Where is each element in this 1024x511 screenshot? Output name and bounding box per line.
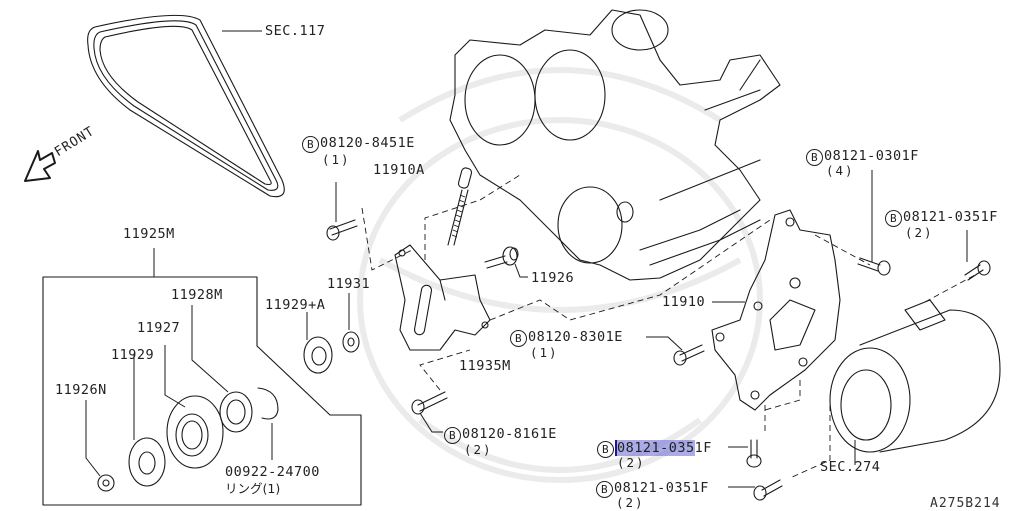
part-label-11910a[interactable]: 11910A bbox=[373, 162, 425, 178]
dashed-assembly-lines bbox=[361, 174, 976, 479]
part-qty: (4) bbox=[826, 163, 855, 178]
front-arrow-icon bbox=[24, 150, 56, 182]
search-highlight: 08121-035 bbox=[615, 440, 695, 456]
part-label-11925m[interactable]: 11925M bbox=[123, 226, 175, 242]
assembly-box-11925m bbox=[42, 248, 362, 506]
part-label-11926n[interactable]: 11926N bbox=[55, 382, 107, 398]
bolt-08121-0351f-lower bbox=[728, 479, 783, 501]
engine-block bbox=[449, 9, 781, 281]
bolt-marker-icon: B bbox=[885, 210, 902, 227]
bolt-marker-icon: B bbox=[302, 136, 319, 153]
tensioner-bracket bbox=[394, 244, 491, 351]
part-label-11931[interactable]: 11931 bbox=[327, 276, 371, 292]
bolt-marker-icon: B bbox=[444, 427, 461, 444]
part-label-11927[interactable]: 11927 bbox=[137, 320, 181, 336]
part-qty: (2) bbox=[905, 225, 934, 240]
bolt-08120-8451e bbox=[326, 182, 358, 241]
bolt-08120-8301e bbox=[646, 336, 705, 366]
part-qty: (2) bbox=[464, 442, 493, 457]
part-label-11935m[interactable]: 11935M bbox=[459, 358, 511, 374]
section-ref-sec117[interactable]: SEC.117 bbox=[265, 23, 326, 39]
part-sublabel-ring: リング(1) bbox=[225, 481, 281, 496]
part-qty: (1) bbox=[322, 152, 351, 167]
part-label-11928m[interactable]: 11928M bbox=[171, 287, 223, 303]
pulley-11929a bbox=[303, 312, 333, 374]
part-label-11926[interactable]: 11926 bbox=[531, 270, 575, 286]
drive-belt bbox=[87, 14, 285, 198]
bolt-08121-0301f bbox=[857, 170, 891, 276]
bolt-08121-0351f-mid bbox=[728, 439, 762, 468]
part-label-11929[interactable]: 11929 bbox=[111, 347, 155, 363]
part-label-11910[interactable]: 11910 bbox=[662, 294, 706, 310]
part-qty: (2) bbox=[616, 495, 645, 510]
bolt-08120-8161e bbox=[411, 391, 448, 433]
part-qty: (1) bbox=[530, 345, 559, 360]
part-qty: (2) bbox=[617, 455, 646, 470]
diagram-reference-code: A275B214 bbox=[930, 496, 1001, 511]
bolt-marker-icon: B bbox=[596, 481, 613, 498]
ac-compressor bbox=[829, 299, 1001, 465]
bolt-marker-icon: B bbox=[597, 441, 614, 458]
spacer-11931 bbox=[342, 293, 360, 353]
adjusting-bolt-11910a bbox=[447, 167, 473, 246]
bolt-marker-icon: B bbox=[510, 330, 527, 347]
part-label-00922-24700[interactable]: 00922-24700 bbox=[225, 464, 320, 480]
compressor-bracket-11910 bbox=[711, 209, 841, 411]
section-ref-sec274[interactable]: SEC.274 bbox=[820, 459, 881, 475]
bolt-11926 bbox=[484, 246, 528, 278]
part-label-11929a[interactable]: 11929+A bbox=[265, 297, 326, 313]
bolt-marker-icon: B bbox=[806, 149, 823, 166]
bolt-08121-0351f-upper bbox=[964, 230, 991, 281]
